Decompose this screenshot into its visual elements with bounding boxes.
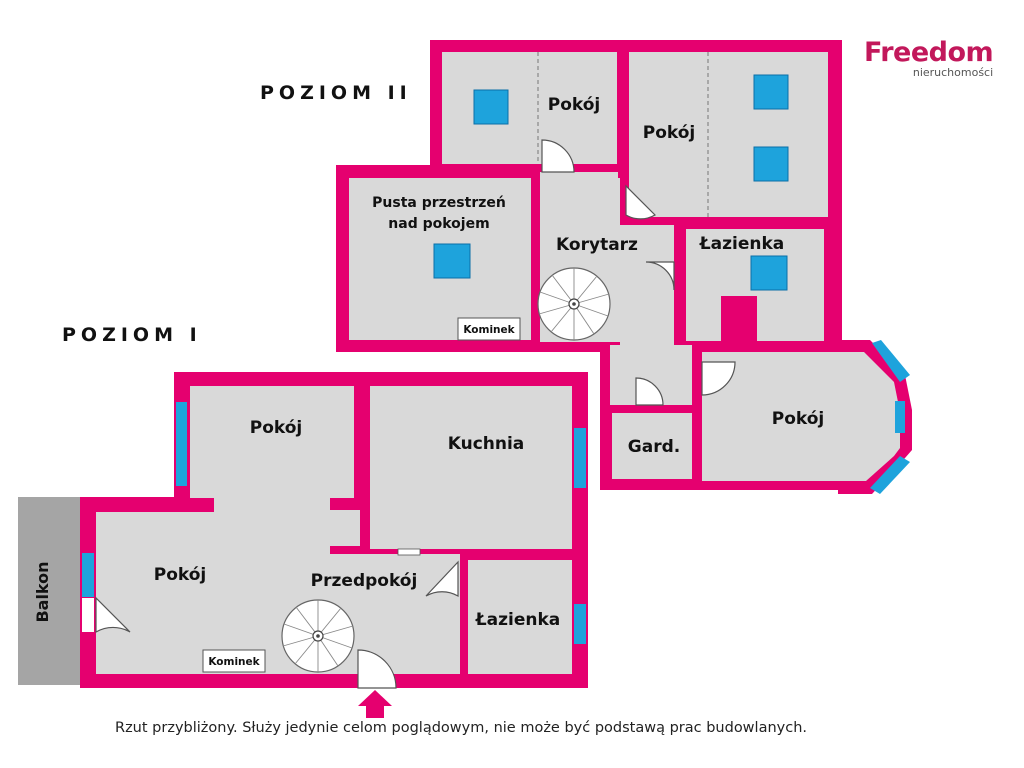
level-1-label: POZIOM I — [62, 324, 202, 346]
hall-label: Przedpokój — [311, 571, 418, 591]
window — [574, 604, 586, 644]
skylight-icon — [750, 255, 788, 291]
upper-room-3-floor — [702, 352, 900, 481]
corridor-label: Korytarz — [556, 235, 638, 255]
spiral-stairs-icon — [537, 267, 611, 341]
disclaimer-text: Rzut przybliżony. Służy jedynie celom po… — [115, 720, 807, 736]
brand-name: Freedom — [864, 37, 994, 68]
lower-room-1-floor — [190, 386, 354, 498]
fireplace-upper-label: Kominek — [463, 324, 515, 336]
wardrobe-floor — [612, 413, 692, 479]
window — [870, 456, 910, 494]
fireplace-lower-label: Kominek — [208, 656, 260, 668]
skylight-icon — [753, 74, 789, 110]
fireplace-box — [202, 649, 266, 673]
corridor-floor-2 — [620, 225, 674, 347]
void-label-line-1: Pusta przestrzeń — [372, 195, 506, 211]
window — [872, 340, 910, 382]
lower-room-1-label: Pokój — [250, 418, 303, 438]
level-2-label: POZIOM II — [260, 82, 412, 104]
skylight-icon — [433, 243, 471, 279]
upper-floor — [336, 40, 912, 494]
upper-bathroom-label: Łazienka — [699, 234, 785, 254]
lower-bathroom-label: Łazienka — [475, 610, 561, 630]
balcony-area — [18, 497, 80, 685]
balcony-door-gap — [82, 598, 94, 632]
door-swing-icon — [95, 560, 459, 689]
skylight-icon — [473, 89, 509, 125]
brand-logo: Freedom nieruchomości — [864, 37, 994, 80]
upper-room-2-floor — [629, 52, 828, 217]
skylight-icon — [753, 146, 789, 182]
lower-floor — [80, 372, 588, 718]
window — [574, 428, 586, 488]
brand-subtitle: nieruchomości — [912, 66, 994, 79]
window — [895, 401, 905, 433]
window — [176, 402, 187, 486]
fireplace-box — [457, 317, 521, 341]
bathroom-stack — [721, 296, 757, 344]
void-label-line-2: nad pokojem — [388, 216, 489, 232]
lower-room-2-link — [214, 496, 330, 516]
door-swing-icon — [541, 139, 736, 406]
wardrobe-label: Gard. — [628, 437, 680, 457]
window — [82, 553, 94, 597]
spiral-stairs-icon — [281, 599, 355, 673]
lower-bathroom-floor — [468, 560, 572, 674]
upper-room-1-label: Pokój — [548, 95, 601, 115]
upper-room-2-label: Pokój — [643, 123, 696, 143]
entrance-arrow-icon — [358, 690, 392, 718]
kitchen-nook — [330, 510, 360, 546]
lower-room-2-label: Pokój — [154, 565, 207, 585]
hall-floor — [330, 554, 460, 674]
kitchen-door-gap — [397, 548, 421, 556]
kitchen-label: Kuchnia — [448, 434, 525, 454]
upper-room-1-floor — [442, 52, 617, 164]
corridor-doorway — [540, 172, 618, 180]
kitchen-floor — [370, 386, 572, 549]
upper-room-3-label: Pokój — [772, 409, 825, 429]
balcony-label: Balkon — [33, 561, 52, 622]
